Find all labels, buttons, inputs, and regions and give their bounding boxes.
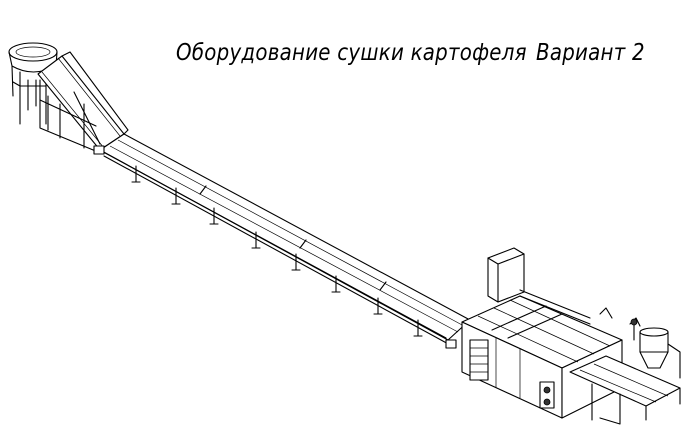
drawing-title: Оборудование сушки картофеля: [176, 40, 527, 66]
inclined-feed-conveyor: [37, 51, 129, 153]
variant-label: Вариант 2: [536, 40, 645, 66]
long-conveyor: [93, 133, 471, 349]
drying-cabinet: [461, 247, 623, 419]
output-conveyor: [569, 317, 681, 425]
